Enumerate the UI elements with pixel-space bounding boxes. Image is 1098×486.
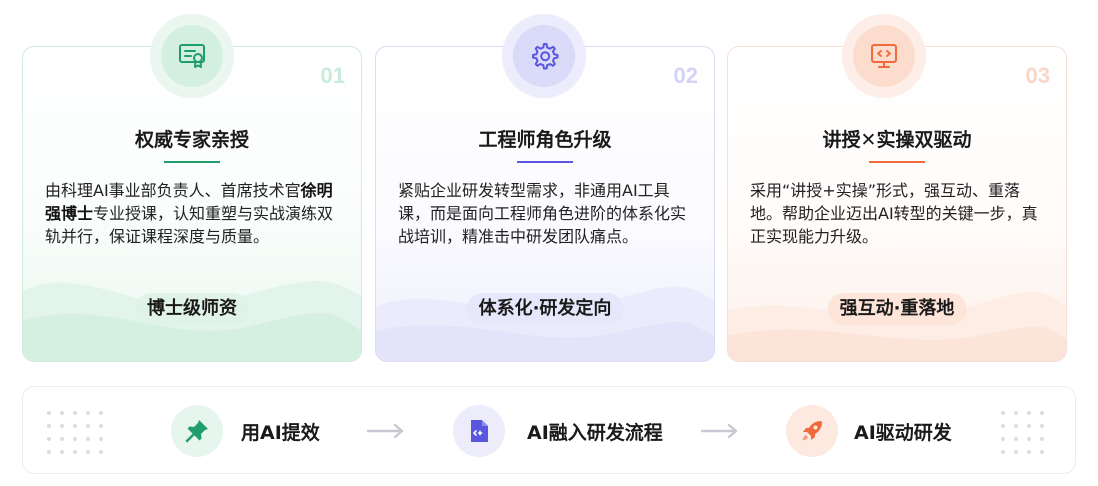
desc-text: 由科理AI事业部负责人、首席技术官 bbox=[45, 181, 301, 200]
desc-highlight: 徐明强博士 bbox=[45, 181, 333, 223]
feature-card-engineer: 02 工程师角色升级 紧贴企业研发转型需求，非通用AI工具课，而是面向工程师角色… bbox=[375, 46, 715, 362]
gear-badge bbox=[502, 14, 586, 98]
monitor-code-icon bbox=[871, 44, 897, 68]
step-3-label: AI驱动研发 bbox=[854, 422, 952, 444]
step-1-label: 用AI提效 bbox=[241, 422, 320, 444]
step-2-badge bbox=[453, 405, 505, 457]
card-title: 工程师角色升级 bbox=[478, 129, 612, 151]
card-number: 02 bbox=[673, 63, 698, 88]
pin-icon bbox=[185, 420, 208, 443]
arrow-right-icon bbox=[366, 423, 404, 439]
document-ai-icon bbox=[471, 420, 488, 442]
card-tag: 强互动·重落地 bbox=[827, 293, 967, 325]
title-underline bbox=[164, 161, 220, 163]
feature-card-expert: 01 权威专家亲授 由科理AI事业部负责人、首席技术官徐明强博士专业授课，认知重… bbox=[22, 46, 362, 362]
step-1-badge bbox=[171, 405, 223, 457]
card-title: 权威专家亲授 bbox=[134, 129, 249, 151]
card-tag: 博士级师资 bbox=[135, 293, 249, 325]
certificate-icon bbox=[179, 44, 205, 68]
step-2-label: AI融入研发流程 bbox=[527, 422, 663, 444]
flow-strip: 用AI提效 AI融入研发流程 AI驱动研发 bbox=[22, 386, 1076, 474]
desc-text: 专业授课，认知重塑与实战演练双轨并行，保证课程深度与质量。 bbox=[45, 204, 334, 246]
rocket-icon bbox=[802, 421, 822, 441]
certificate-badge bbox=[150, 14, 234, 98]
gear-icon bbox=[532, 43, 559, 70]
wave-decoration bbox=[728, 291, 1066, 361]
title-underline bbox=[517, 161, 573, 163]
monitor-badge bbox=[842, 14, 926, 98]
card-number: 03 bbox=[1025, 63, 1050, 88]
card-description: 采用“讲授+实操”形式，强互动、重落地。帮助企业迈出AI转型的关键一步，真正实现… bbox=[750, 181, 1038, 246]
card-tag: 体系化·研发定向 bbox=[466, 293, 624, 325]
feature-card-practice: 03 讲授✕实操双驱动 采用“讲授+实操”形式，强互动、重落地。帮助企业迈出AI… bbox=[727, 46, 1067, 362]
title-underline bbox=[869, 161, 925, 163]
card-number: 01 bbox=[320, 63, 345, 88]
card-title: 讲授✕实操双驱动 bbox=[822, 129, 972, 151]
card-description: 紧贴企业研发转型需求，非通用AI工具课，而是面向工程师角色进阶的体系化实战培训，… bbox=[398, 181, 687, 246]
step-3-badge bbox=[786, 405, 838, 457]
arrow-right-icon bbox=[700, 423, 738, 439]
card-description: 由科理AI事业部负责人、首席技术官徐明强博士专业授课，认知重塑与实战演练双轨并行… bbox=[45, 179, 343, 248]
